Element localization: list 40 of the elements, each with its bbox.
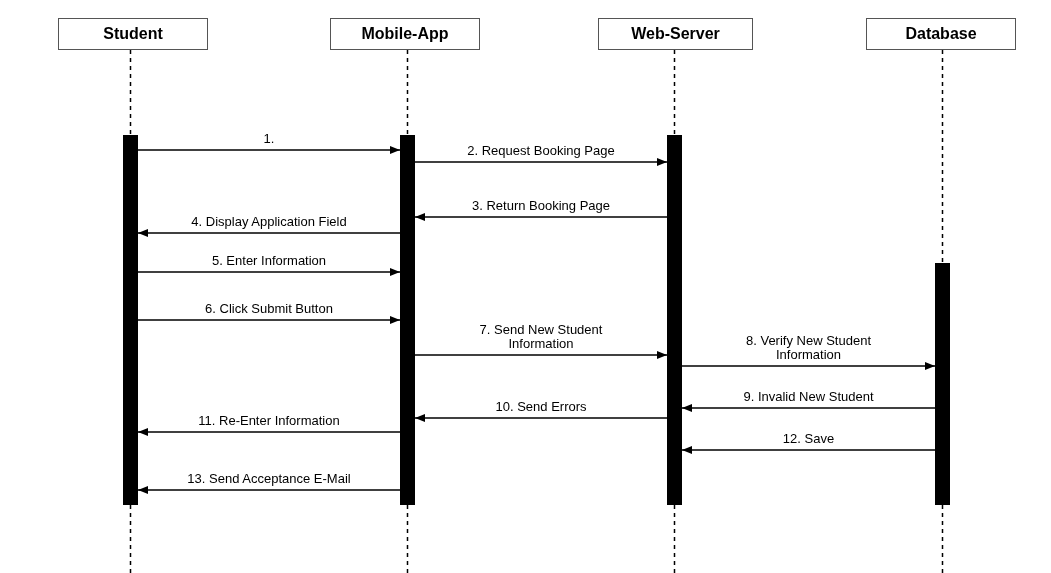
message-arrow [137, 229, 401, 237]
message-arrow [681, 362, 936, 370]
edge-label: 1. [261, 132, 277, 146]
participant-box: Mobile-App [330, 18, 480, 50]
lifeline [941, 49, 944, 264]
activation-bar [400, 135, 415, 505]
message-arrow [137, 486, 401, 494]
lifeline [406, 504, 409, 573]
message-arrow [414, 213, 668, 221]
activation-bar [123, 135, 138, 505]
message-arrow [137, 428, 401, 436]
lifeline [941, 504, 944, 573]
message-arrow [681, 446, 936, 454]
activation-bar [667, 135, 682, 505]
message-arrow [414, 158, 668, 166]
edge-label: 12. Save [780, 432, 837, 446]
participant-box: Student [58, 18, 208, 50]
lifeline [406, 49, 409, 136]
lifeline [129, 504, 132, 573]
participant-box: Database [866, 18, 1016, 50]
edge-label: 5. Enter Information [209, 254, 329, 268]
message-arrow [681, 404, 936, 412]
edge-label: 13. Send Acceptance E-Mail [185, 472, 353, 486]
lifeline [673, 504, 676, 573]
participant-box: Web-Server [598, 18, 753, 50]
lifeline [129, 49, 132, 136]
message-arrow [137, 268, 401, 276]
edge-label: 9. Invalid New Student [741, 390, 876, 404]
message-arrow [137, 146, 401, 154]
edge-label: 11. Re-Enter Information [196, 414, 342, 428]
message-arrow [414, 414, 668, 422]
activation-bar [935, 263, 950, 505]
message-arrow [414, 351, 668, 359]
edge-label: 6. Click Submit Button [203, 302, 335, 316]
edge-label: 4. Display Application Field [189, 215, 349, 229]
edge-label: 3. Return Booking Page [470, 199, 612, 213]
lifeline [673, 49, 676, 136]
message-arrow [137, 316, 401, 324]
edge-label: 10. Send Errors [493, 400, 589, 414]
edge-label: 2. Request Booking Page [465, 144, 617, 158]
